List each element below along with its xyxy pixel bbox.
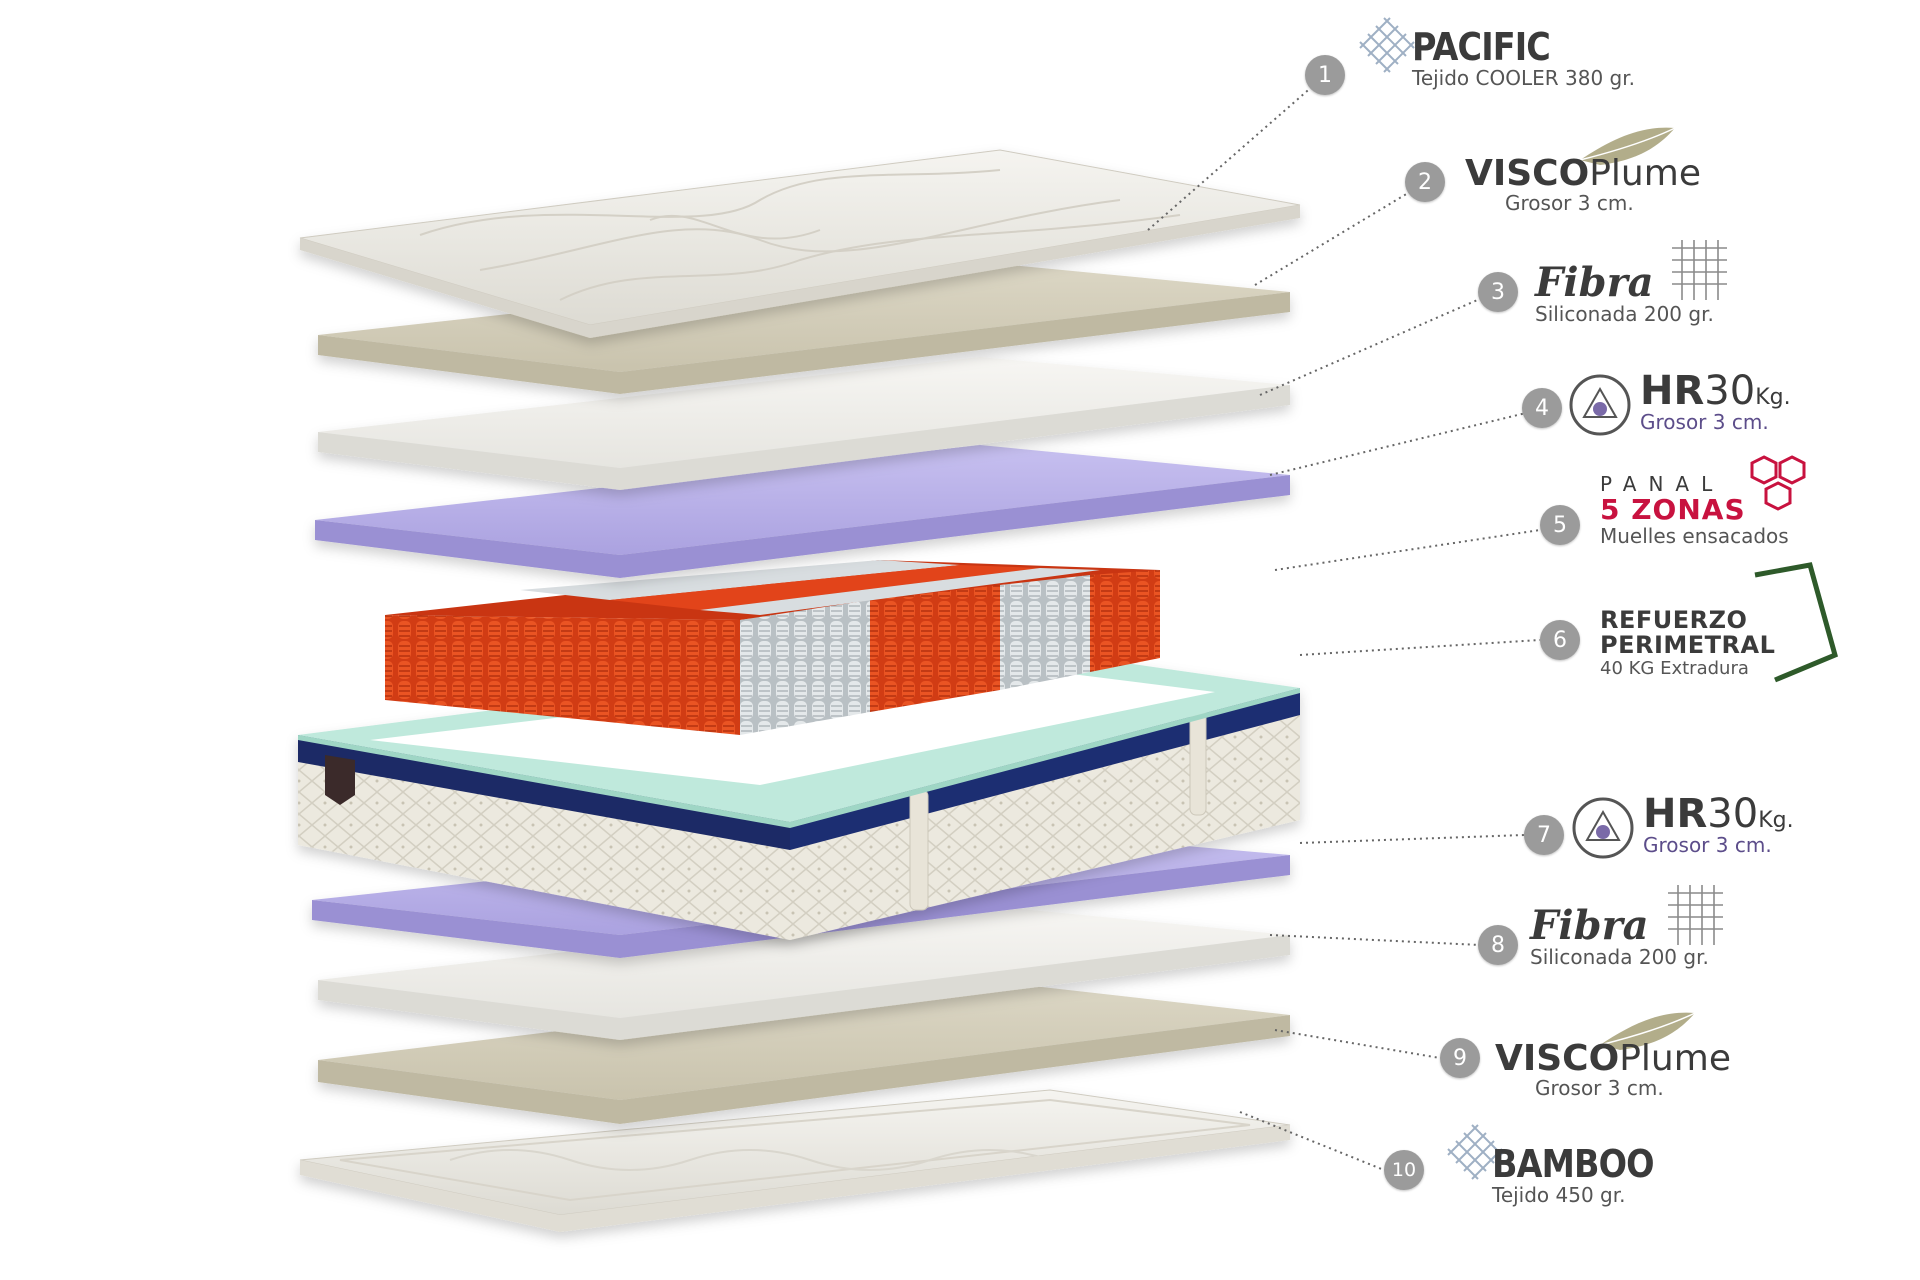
label-4: HR30Kg. Grosor 3 cm. — [1640, 370, 1791, 433]
badge-7: 7 — [1524, 815, 1564, 855]
leader-line-6 — [1299, 639, 1541, 656]
leader-line-10 — [1239, 1111, 1385, 1171]
layer-7-hr-foam — [312, 828, 1290, 958]
badge-2: 2 — [1405, 162, 1445, 202]
label-9-subtitle: Grosor 3 cm. — [1535, 1075, 1664, 1100]
label-1-subtitle: Tejido COOLER 380 gr. — [1412, 65, 1635, 90]
label-5: PANAL 5 ZONAS Muelles ensacados — [1600, 474, 1789, 547]
label-2-subtitle: Grosor 3 cm. — [1505, 190, 1634, 215]
badge-6: 6 — [1540, 620, 1580, 660]
label-5-subtitle: Muelles ensacados — [1600, 524, 1789, 549]
label-5-title-top: PANAL — [1600, 472, 1725, 496]
label-8-title: Fibra — [1530, 902, 1649, 949]
label-9-title-light: Plume — [1619, 1038, 1731, 1079]
side-handle — [1189, 704, 1207, 816]
leader-lines — [1147, 77, 1541, 1171]
label-4-title: HR30Kg. — [1640, 370, 1791, 412]
side-handle — [909, 789, 929, 911]
label-2-title-light: Plume — [1589, 153, 1701, 194]
label-10-title: BAMBOO — [1492, 1142, 1655, 1186]
label-9-title: VISCOPlume — [1495, 1040, 1731, 1078]
label-2-title: VISCOPlume — [1465, 155, 1701, 193]
label-3: Fibra Siliconada 200 gr. — [1535, 262, 1714, 325]
label-3-subtitle: Siliconada 200 gr. — [1535, 302, 1714, 326]
label-7-title: HR30Kg. — [1643, 793, 1794, 835]
leader-line-4 — [1269, 412, 1527, 476]
label-2: VISCOPlume Grosor 3 cm. — [1465, 155, 1701, 214]
label-3-title: Fibra — [1535, 259, 1654, 306]
label-6: REFUERZO PERIMETRAL 40 KG Extradura — [1600, 606, 1776, 680]
leader-line-5 — [1274, 529, 1541, 571]
badge-9: 9 — [1440, 1038, 1480, 1078]
label-8-subtitle: Siliconada 200 gr. — [1530, 945, 1709, 969]
layer-1-pacific-cover — [299, 149, 1301, 338]
hr-density-icon — [1569, 374, 1631, 436]
label-10-subtitle: Tejido 450 gr. — [1492, 1182, 1626, 1207]
mattress-base — [298, 645, 1300, 940]
label-7-title-unit: Kg. — [1758, 808, 1794, 833]
badge-1: 1 — [1305, 55, 1345, 95]
leader-line-2 — [1254, 186, 1419, 286]
label-9-title-bold: VISCO — [1495, 1038, 1620, 1079]
label-6-subtitle: 40 KG Extradura — [1600, 658, 1749, 680]
label-8: Fibra Siliconada 200 gr. — [1530, 905, 1709, 968]
label-1-title: PACIFIC — [1412, 25, 1551, 69]
layer-8-fiber — [318, 905, 1290, 1040]
label-4-title-bold: HR — [1640, 368, 1705, 414]
layer-10-bamboo-cover — [299, 1089, 1291, 1232]
label-4-title-num: 30 — [1704, 368, 1756, 414]
label-4-subtitle: Grosor 3 cm. — [1640, 410, 1769, 434]
label-2-title-bold: VISCO — [1465, 153, 1590, 194]
label-6-title-line1: REFUERZO — [1600, 606, 1748, 634]
layer-5-pocket-springs — [385, 560, 1160, 735]
leader-line-7 — [1299, 834, 1525, 844]
layer-2-visco — [318, 262, 1290, 394]
label-7-title-bold: HR — [1643, 791, 1708, 837]
label-5-title-bottom: 5 ZONAS — [1600, 493, 1746, 526]
label-7: HR30Kg. Grosor 3 cm. — [1643, 793, 1794, 856]
layer-9-visco — [318, 980, 1290, 1124]
badge-5: 5 — [1540, 505, 1580, 545]
badge-3: 3 — [1478, 272, 1518, 312]
label-4-title-unit: Kg. — [1755, 385, 1791, 410]
badge-8: 8 — [1478, 925, 1518, 965]
badge-4: 4 — [1522, 388, 1562, 428]
layer-4-hr-foam — [315, 445, 1290, 578]
label-7-subtitle: Grosor 3 cm. — [1643, 833, 1772, 857]
leader-line-3 — [1259, 297, 1483, 396]
mesh-icon — [1359, 17, 1415, 73]
brand-shield-icon — [325, 755, 355, 805]
leader-line-8 — [1269, 934, 1481, 946]
badge-10: 10 — [1384, 1150, 1424, 1190]
hr-density-icon — [1572, 797, 1634, 859]
layer-3-fiber — [318, 357, 1290, 490]
label-1: PACIFIC Tejido COOLER 380 gr. — [1412, 25, 1635, 90]
label-10: BAMBOO Tejido 450 gr. — [1492, 1142, 1676, 1207]
label-7-title-num: 30 — [1707, 791, 1759, 837]
leader-line-1 — [1147, 77, 1323, 231]
label-6-title-line2: PERIMETRAL — [1600, 631, 1776, 660]
leader-line-9 — [1274, 1029, 1441, 1059]
label-9: VISCOPlume Grosor 3 cm. — [1495, 1040, 1731, 1099]
